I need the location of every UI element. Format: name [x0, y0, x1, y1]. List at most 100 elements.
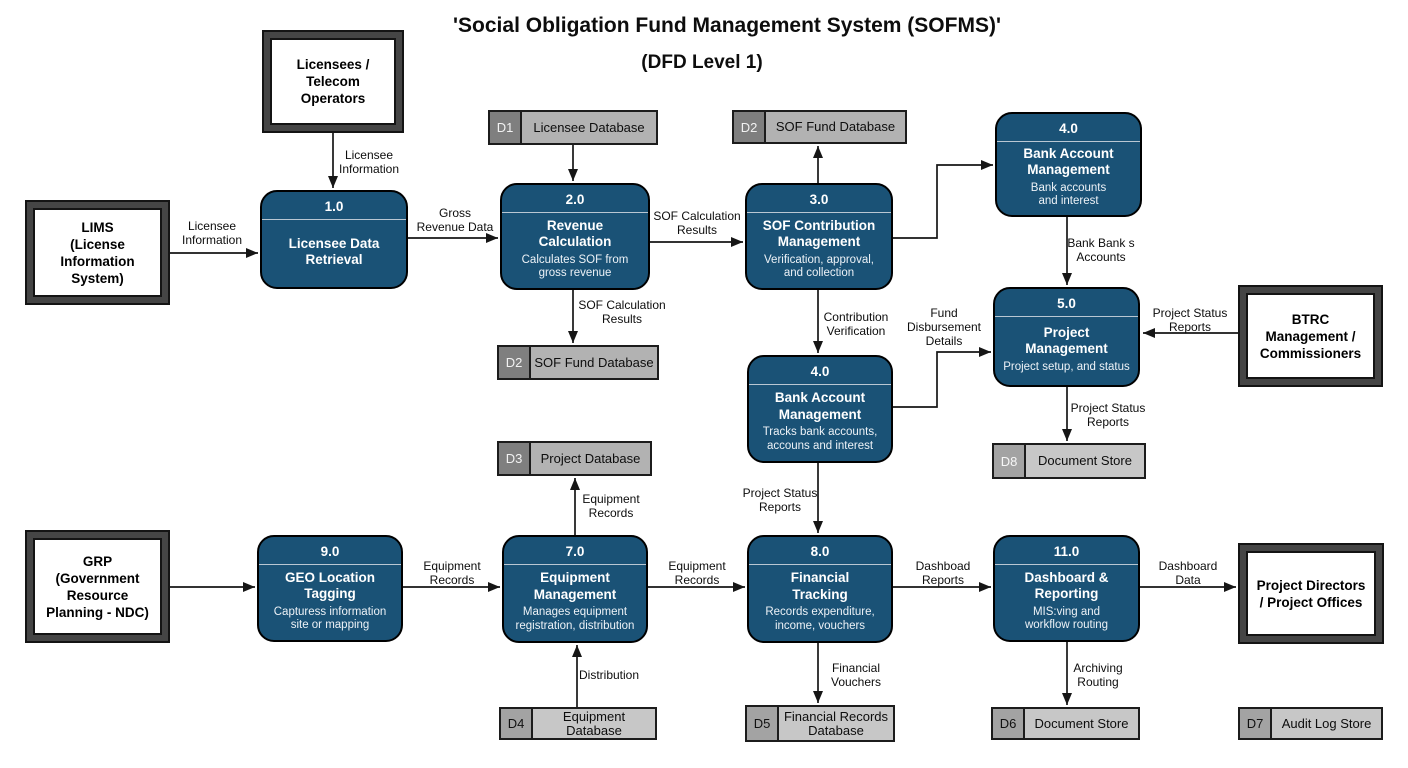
arrowhead-p3-to-d2a: [813, 146, 823, 158]
process-name: Financial Tracking: [790, 570, 850, 602]
process-description: Calculates SOF from gross revenue: [521, 253, 629, 280]
process-number: 4.0: [1059, 121, 1078, 136]
entity-grp: GRP (Government Resource Planning - NDC): [25, 530, 170, 643]
arrowhead-p11-to-d6: [1062, 693, 1072, 705]
datastore-d7: D7 Audit Log Store: [1238, 707, 1383, 740]
process-number: 5.0: [1057, 296, 1076, 311]
datastore-code: D4: [501, 709, 533, 738]
arrowhead-p4a-to-p5: [1062, 273, 1072, 285]
arrowhead-p5-to-d8: [1062, 429, 1072, 441]
datastore-code: D3: [499, 443, 531, 474]
process-separator: [259, 564, 401, 565]
arrowhead-d1-to-p2: [568, 169, 578, 181]
process-separator: [995, 316, 1138, 317]
arrowhead-p1-to-p2: [486, 233, 498, 243]
arrowhead-p9-to-p7: [488, 582, 500, 592]
arrow-p4b-to-p5: [893, 351, 991, 408]
process-number: 2.0: [565, 192, 585, 207]
datastore-label: Audit Log Store: [1281, 715, 1372, 731]
process-separator: [749, 564, 891, 565]
datastore-code: D7: [1240, 709, 1272, 738]
process-number: 7.0: [565, 544, 585, 559]
process-description: Verification, approval, and collection: [764, 253, 874, 280]
process-separator: [997, 141, 1140, 142]
process-separator: [995, 564, 1138, 565]
process-name: Revenue Calculation: [538, 217, 612, 250]
flow-label-p1-to-p2: Gross Revenue Data: [416, 206, 494, 234]
flow-label-d4-to-p7: Distribution: [578, 668, 640, 682]
process-number: 11.0: [1053, 544, 1080, 559]
process-number: 9.0: [320, 544, 340, 559]
process-number: 3.0: [809, 192, 829, 207]
process-body: Licensee Data Retrieval: [262, 220, 406, 287]
process-separator: [504, 564, 646, 565]
entity-pd: Project Directors / Project Offices: [1238, 543, 1384, 644]
arrowhead-p3-to-p4a: [981, 160, 993, 170]
arrowhead-p8-to-p11: [979, 582, 991, 592]
datastore-label: Financial Records Database: [783, 708, 889, 738]
process-name: Licensee Data Retrieval: [288, 235, 380, 268]
flow-label-p5-to-d8: Project Status Reports: [1070, 401, 1146, 429]
process-name: Equipment Management: [533, 570, 617, 602]
flow-label-p7-to-d3: Equipment Records: [582, 492, 640, 520]
arrowhead-p4b-to-p5: [979, 347, 991, 357]
datastore-d2a: D2 SOF Fund Database: [732, 110, 907, 144]
process-separator: [502, 212, 648, 213]
process-description: Tracks bank accounts, accouns and intere…: [762, 426, 878, 452]
datastore-code: D2: [734, 112, 766, 142]
arrowhead-p7-to-p8: [733, 582, 745, 592]
flow-label-p11-to-d6: Archiving Routing: [1073, 661, 1123, 689]
datastore-label: Document Store: [1034, 715, 1129, 731]
process-description: Project setup, and status: [1003, 360, 1130, 373]
datastore-code: D1: [490, 112, 522, 143]
process-separator: [749, 384, 891, 385]
process-description: Bank accounts and interest: [1030, 181, 1107, 208]
entity-btrc: BTRC Management / Commissioners: [1238, 285, 1383, 387]
flow-label-p2-to-d2b: SOF Calculation Results: [578, 298, 666, 326]
datastore-code: D8: [994, 445, 1026, 477]
flow-label-lims-to-p1: Licensee Information: [181, 219, 243, 247]
datastore-code: D6: [993, 709, 1025, 738]
arrowhead-d4-to-p7: [572, 645, 582, 657]
entity-lims: LIMS (License Information System): [25, 200, 170, 305]
flow-label-p2-to-p3: SOF Calculation Results: [653, 209, 741, 237]
process-name: Bank Account Management: [1023, 145, 1114, 178]
process-number: 4.0: [810, 364, 830, 379]
flow-label-p8-to-p11: Dashboad Reports: [915, 559, 971, 587]
process-name: Dashboard & Reporting: [1024, 569, 1109, 602]
arrowhead-p7-to-d3: [570, 478, 580, 490]
datastore-label: SOF Fund Database: [775, 119, 896, 134]
process-name: Bank Account Management: [774, 390, 866, 422]
arrowhead-p4b-to-p8: [813, 521, 823, 533]
arrowhead-p2-to-d2b: [568, 331, 578, 343]
arrowhead-p8-to-d5: [813, 691, 823, 703]
process-description: MIS:ving and workflow routing: [1024, 605, 1109, 632]
process-name: GEO Location Tagging: [284, 569, 375, 602]
diagram-title: 'Social Obligation Fund Management Syste…: [453, 14, 1001, 37]
datastore-code: D2: [499, 347, 531, 378]
datastore-code: D5: [747, 707, 779, 740]
flow-label-p4b-to-p8: Project Status Reports: [742, 486, 818, 514]
datastore-d6: D6 Document Store: [991, 707, 1140, 740]
arrow-p3-to-p4a: [893, 164, 993, 239]
